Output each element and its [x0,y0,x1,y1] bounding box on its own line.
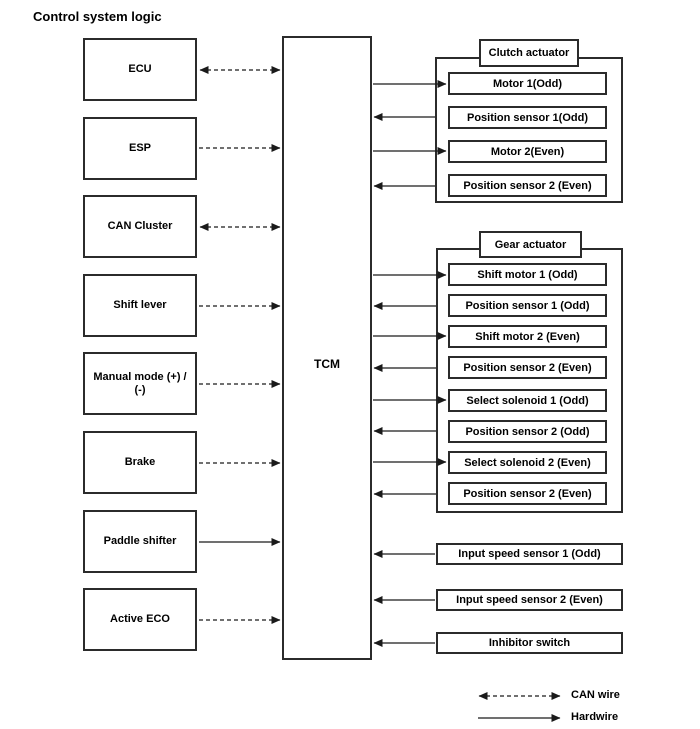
box-esp: ESP [83,117,197,180]
legend-can-wire-label: CAN wire [571,689,620,701]
box-can-cluster: CAN Cluster [83,195,197,258]
box-gear-position-sensor-2-even-b: Position sensor 2 (Even) [448,482,607,505]
gear-actuator-title: Gear actuator [479,231,582,258]
box-gear-position-sensor-2-odd: Position sensor 2 (Odd) [448,420,607,443]
box-input-speed-sensor-2-even: Input speed sensor 2 (Even) [436,589,623,611]
clutch-actuator-title: Clutch actuator [479,39,579,67]
box-brake: Brake [83,431,197,494]
legend-hardwire-label: Hardwire [571,711,619,723]
box-manual-mode: Manual mode (+) / (-) [83,352,197,415]
box-select-solenoid-1-odd: Select solenoid 1 (Odd) [448,389,607,412]
box-gear-position-sensor-2-even: Position sensor 2 (Even) [448,356,607,379]
box-shift-motor-2-even: Shift motor 2 (Even) [448,325,607,348]
box-select-solenoid-2-even: Select solenoid 2 (Even) [448,451,607,474]
box-position-sensor-1-odd: Position sensor 1(Odd) [448,106,607,129]
box-position-sensor-2-even: Position sensor 2 (Even) [448,174,607,197]
box-active-eco: Active ECO [83,588,197,651]
box-ecu: ECU [83,38,197,101]
box-paddle-shifter: Paddle shifter [83,510,197,573]
box-shift-motor-1-odd: Shift motor 1 (Odd) [448,263,607,286]
box-motor-2-even: Motor 2(Even) [448,140,607,163]
box-gear-position-sensor-1-odd: Position sensor 1 (Odd) [448,294,607,317]
box-shift-lever: Shift lever [83,274,197,337]
box-tcm: TCM [282,36,372,660]
box-inhibitor-switch: Inhibitor switch [436,632,623,654]
box-input-speed-sensor-1-odd: Input speed sensor 1 (Odd) [436,543,623,565]
diagram-title: Control system logic [33,9,162,24]
box-motor-1-odd: Motor 1(Odd) [448,72,607,95]
